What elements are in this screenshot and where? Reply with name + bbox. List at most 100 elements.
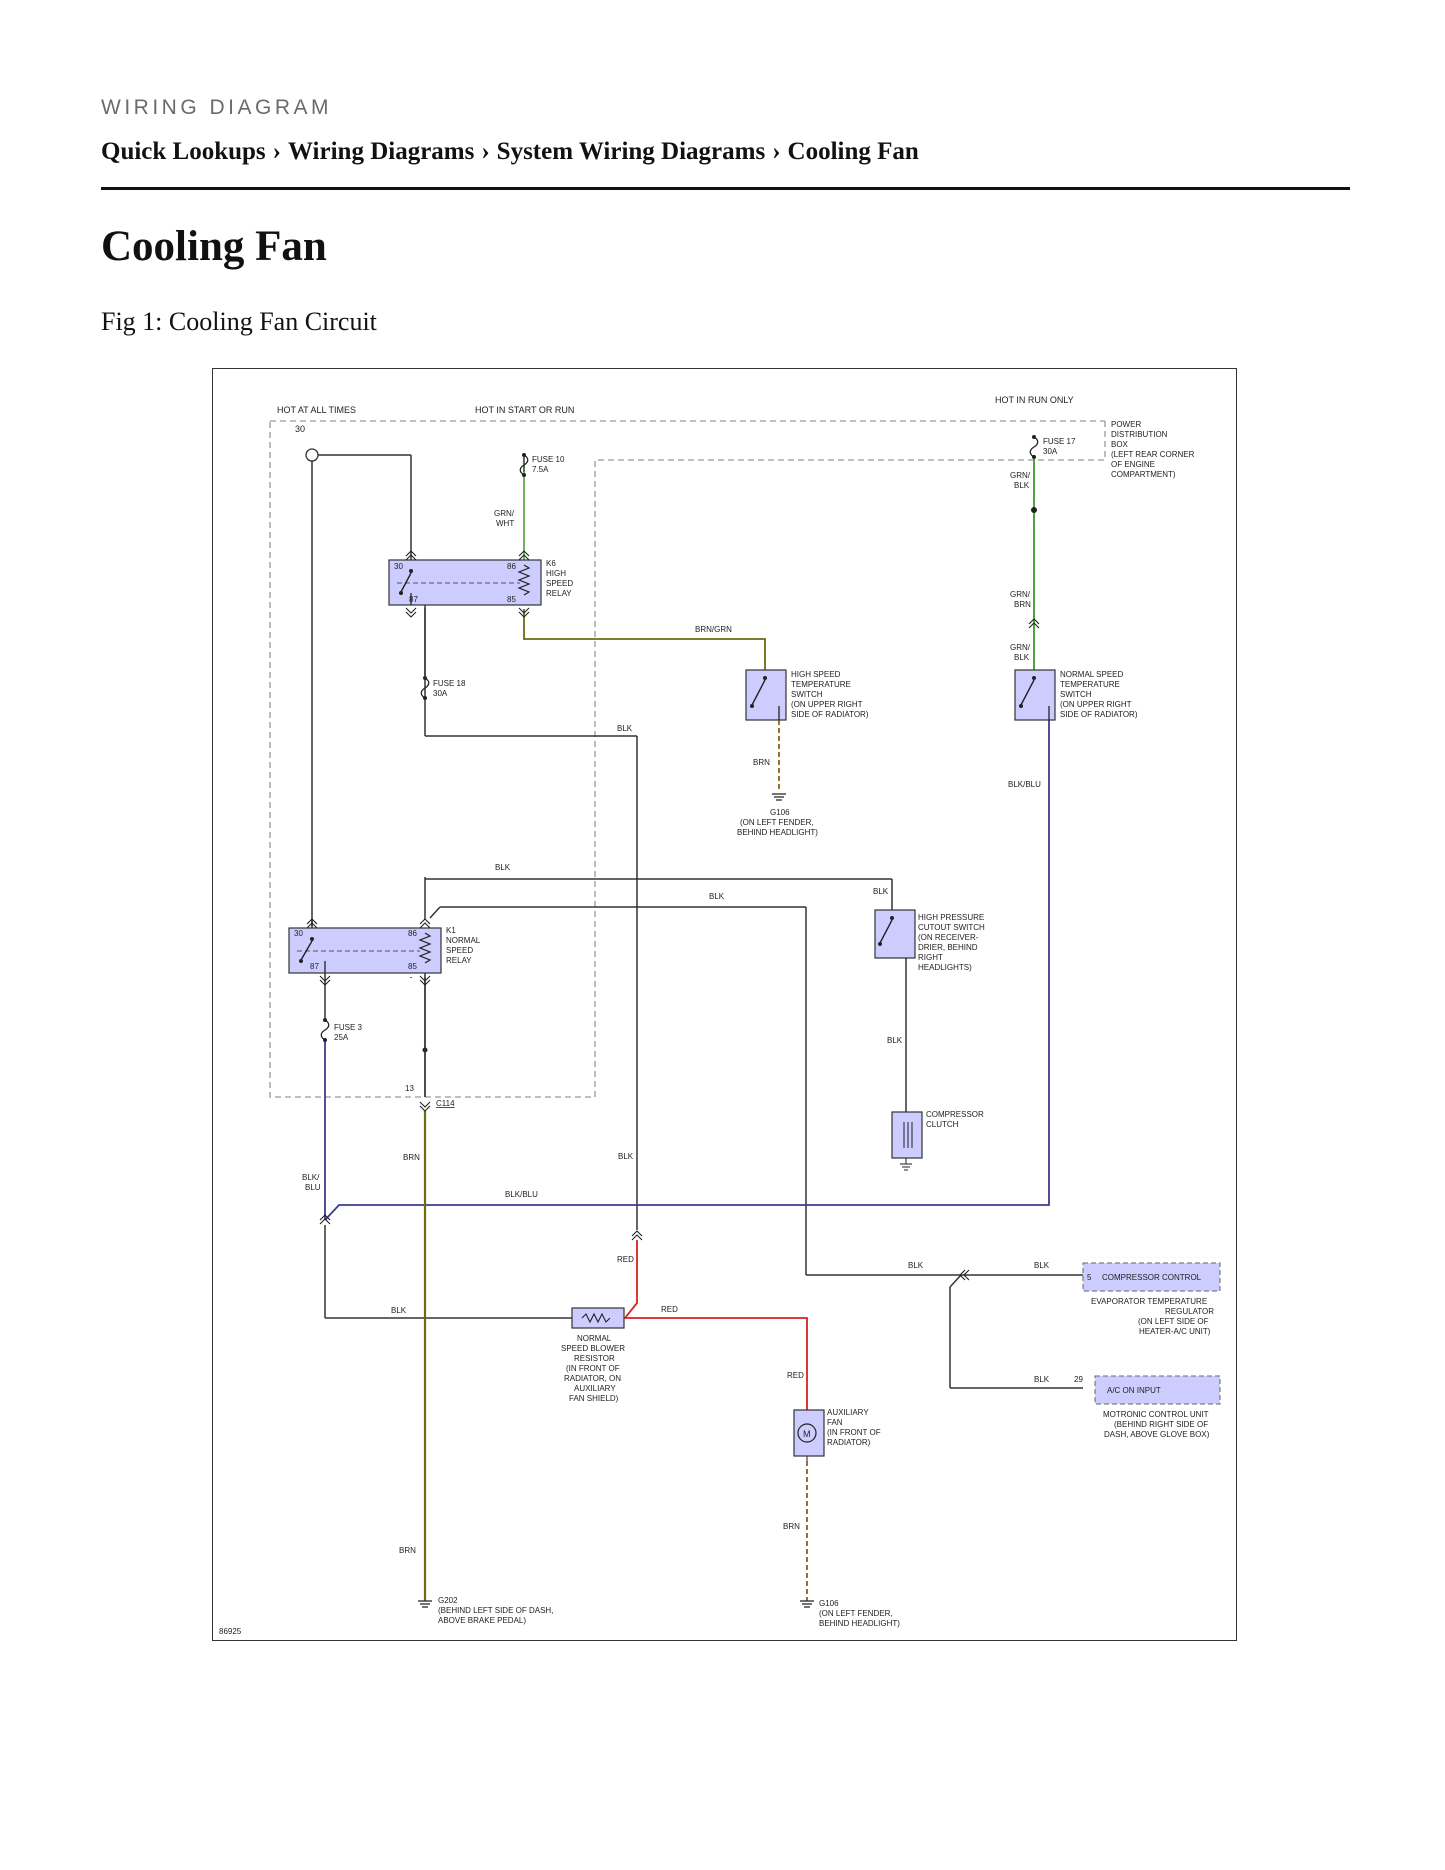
high-speed-switch-label: (ON UPPER RIGHT <box>791 700 863 709</box>
ground-g106-bottom-symbol <box>800 1600 814 1608</box>
wire-label-brn: BRN <box>753 758 770 767</box>
hp-cutout-label: (ON RECEIVER- <box>918 933 979 942</box>
blower-resistor-symbol <box>571 1307 625 1329</box>
wire-label-blk: BLK <box>908 1261 924 1270</box>
evap-regulator-desc: EVAPORATOR TEMPERATURE <box>1091 1297 1207 1306</box>
ac-on-input-box <box>1094 1375 1221 1405</box>
normal-speed-switch-label: SWITCH <box>1060 690 1092 699</box>
k6-pin-30: 30 <box>394 562 403 571</box>
fuse-10-label: FUSE 10 <box>532 455 565 464</box>
fuse-18-symbol <box>420 677 430 699</box>
wire-label-grn-wht: GRN/ <box>494 509 515 518</box>
wire-label-grn-brn: GRN/ <box>1010 590 1031 599</box>
relay-k6 <box>388 559 542 606</box>
wire-label-blk: BLK <box>495 863 511 872</box>
breadcrumb-quick-lookups[interactable]: Quick Lookups <box>101 138 266 165</box>
blower-resistor-label: (IN FRONT OF <box>566 1364 620 1373</box>
hp-cutout-label: CUTOUT SWITCH <box>918 923 985 932</box>
evap-regulator-desc: HEATER-A/C UNIT) <box>1139 1327 1211 1336</box>
wire-label-blk-blu: BLK/BLU <box>505 1190 538 1199</box>
label-hot-in-start-run: HOT IN START OR RUN <box>475 405 574 415</box>
wire-blk-blu-right <box>324 720 1050 1221</box>
blower-resistor-label: RESISTOR <box>574 1354 615 1363</box>
k1-pin-87: 87 <box>310 962 319 971</box>
k1-id: K1 <box>446 926 456 935</box>
breadcrumb-separator: › <box>772 138 781 165</box>
wire-label-blk-blu: BLU <box>305 1183 321 1192</box>
k1-pin-85: 85 <box>408 962 417 971</box>
k6-name: RELAY <box>546 589 572 598</box>
wire-label-grn-blk: BLK <box>1014 481 1030 490</box>
diagram-frame <box>212 368 1237 1641</box>
motronic-desc: DASH, ABOVE GLOVE BOX) <box>1104 1430 1210 1439</box>
high-speed-switch-label: SIDE OF RADIATOR) <box>791 710 869 719</box>
hp-cutout-label: HEADLIGHTS) <box>918 963 972 972</box>
aux-fan-label: AUXILIARY <box>827 1408 869 1417</box>
normal-speed-temp-switch <box>1014 669 1056 721</box>
wire-red-fan <box>624 1317 808 1410</box>
hp-cutout-label: HIGH PRESSURE <box>918 913 984 922</box>
wire-label-grn-blk: GRN/ <box>1010 643 1031 652</box>
high-speed-switch-label: SWITCH <box>791 690 823 699</box>
breadcrumb-system-wiring-diagrams[interactable]: System Wiring Diagrams <box>496 138 766 165</box>
aux-fan-label: FAN <box>827 1418 843 1427</box>
wire-label-blk-blu: BLK/BLU <box>1008 780 1041 789</box>
fuse-17-rating: 30A <box>1043 447 1058 456</box>
compressor-control-pin: 5 <box>1087 1273 1092 1282</box>
wire-label-red: RED <box>787 1371 804 1380</box>
hp-cutout-label: RIGHT <box>918 953 943 962</box>
high-speed-switch-label: TEMPERATURE <box>791 680 851 689</box>
k6-pin-87: 87 <box>409 595 418 604</box>
pdb-label-line: OF ENGINE <box>1111 460 1155 469</box>
k6-pin-86: 86 <box>507 562 516 571</box>
wire-label-grn-wht: WHT <box>496 519 514 528</box>
evap-regulator-desc: (ON LEFT SIDE OF <box>1138 1317 1209 1326</box>
wire-brn-grn <box>523 609 766 670</box>
blower-resistor-label: RADIATOR, ON <box>564 1374 621 1383</box>
aux-fan-label: (IN FRONT OF <box>827 1428 881 1437</box>
compressor-control-box <box>1082 1262 1221 1292</box>
breadcrumb-wiring-diagrams[interactable]: Wiring Diagrams <box>288 138 475 165</box>
ac-on-input-label: A/C ON INPUT <box>1107 1386 1161 1395</box>
aux-fan-motor <box>793 1409 825 1461</box>
fuse-18-rating: 30A <box>433 689 448 698</box>
g106-top-label: BEHIND HEADLIGHT) <box>737 828 818 837</box>
hp-cutout-switch <box>874 909 916 959</box>
wire-label-grn-blk: BLK <box>1014 653 1030 662</box>
k1-pin-86: 86 <box>408 929 417 938</box>
g106-top-label: (ON LEFT FENDER, <box>740 818 814 827</box>
pdb-label-line: COMPARTMENT) <box>1111 470 1176 479</box>
compressor-clutch-label: COMPRESSOR <box>926 1110 984 1119</box>
pdb-boundary <box>269 420 1106 1098</box>
normal-speed-switch-label: NORMAL SPEED <box>1060 670 1123 679</box>
figure-caption: Fig 1: Cooling Fan Circuit <box>101 307 377 336</box>
pdb-label-line: BOX <box>1111 440 1129 449</box>
breadcrumb: Quick Lookups›Wiring Diagrams›System Wir… <box>101 138 919 166</box>
blower-resistor-label: FAN SHIELD) <box>569 1394 619 1403</box>
wire-label-blk: BLK <box>887 1036 903 1045</box>
breadcrumb-cooling-fan[interactable]: Cooling Fan <box>787 138 919 165</box>
fuse-18-label: FUSE 18 <box>433 679 466 688</box>
label-hot-at-all-times: HOT AT ALL TIMES <box>277 405 356 415</box>
blower-resistor-label: AUXILIARY <box>574 1384 616 1393</box>
fuse-10-symbol <box>519 454 529 476</box>
wire-label-blk: BLK <box>391 1306 407 1315</box>
figure-id: 86925 <box>219 1627 242 1636</box>
g106-bottom-label: G106 <box>819 1599 839 1608</box>
g202-label: G202 <box>438 1596 458 1605</box>
wire-label-brn: BRN <box>399 1546 416 1555</box>
breadcrumb-separator: › <box>481 138 490 165</box>
fuse-3-label: FUSE 3 <box>334 1023 363 1032</box>
g106-top-label: G106 <box>770 808 790 817</box>
wire-label-blk: BLK <box>617 724 633 733</box>
normal-speed-switch-label: SIDE OF RADIATOR) <box>1060 710 1138 719</box>
ground-g106-top-symbol <box>772 793 786 801</box>
normal-speed-switch-label: TEMPERATURE <box>1060 680 1120 689</box>
wire-label-red: RED <box>661 1305 678 1314</box>
relay-k1 <box>288 927 442 974</box>
wire-label-brn-grn: BRN/GRN <box>695 625 732 634</box>
fuse-3-rating: 25A <box>334 1033 349 1042</box>
motor-m-glyph: M <box>803 1429 811 1439</box>
g106-bottom-label: BEHIND HEADLIGHT) <box>819 1619 900 1628</box>
